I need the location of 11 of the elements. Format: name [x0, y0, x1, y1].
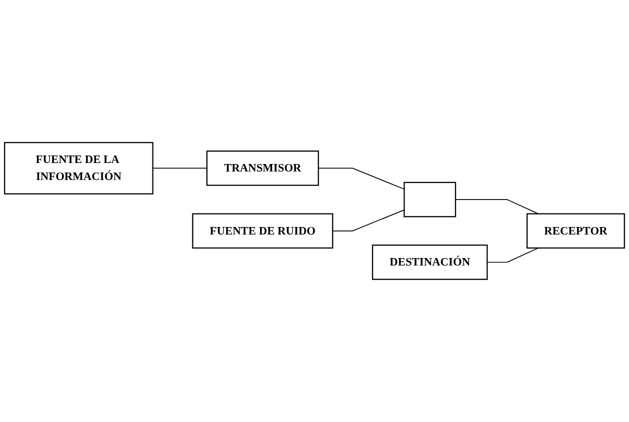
- node-box: TRANSMISOR: [206, 150, 319, 186]
- node-box: [404, 182, 456, 218]
- connector: [455, 199, 539, 214]
- node-box: FUENTE DE RUIDO: [192, 213, 334, 249]
- connector: [318, 168, 405, 190]
- connector: [152, 168, 208, 169]
- node-box: DESTINACIÓN: [372, 244, 488, 280]
- connector: [332, 210, 405, 232]
- node-box: FUENTE DE LA INFORMACIÓN: [4, 142, 154, 194]
- connector: [486, 248, 539, 263]
- node-box: RECEPTOR: [526, 213, 625, 249]
